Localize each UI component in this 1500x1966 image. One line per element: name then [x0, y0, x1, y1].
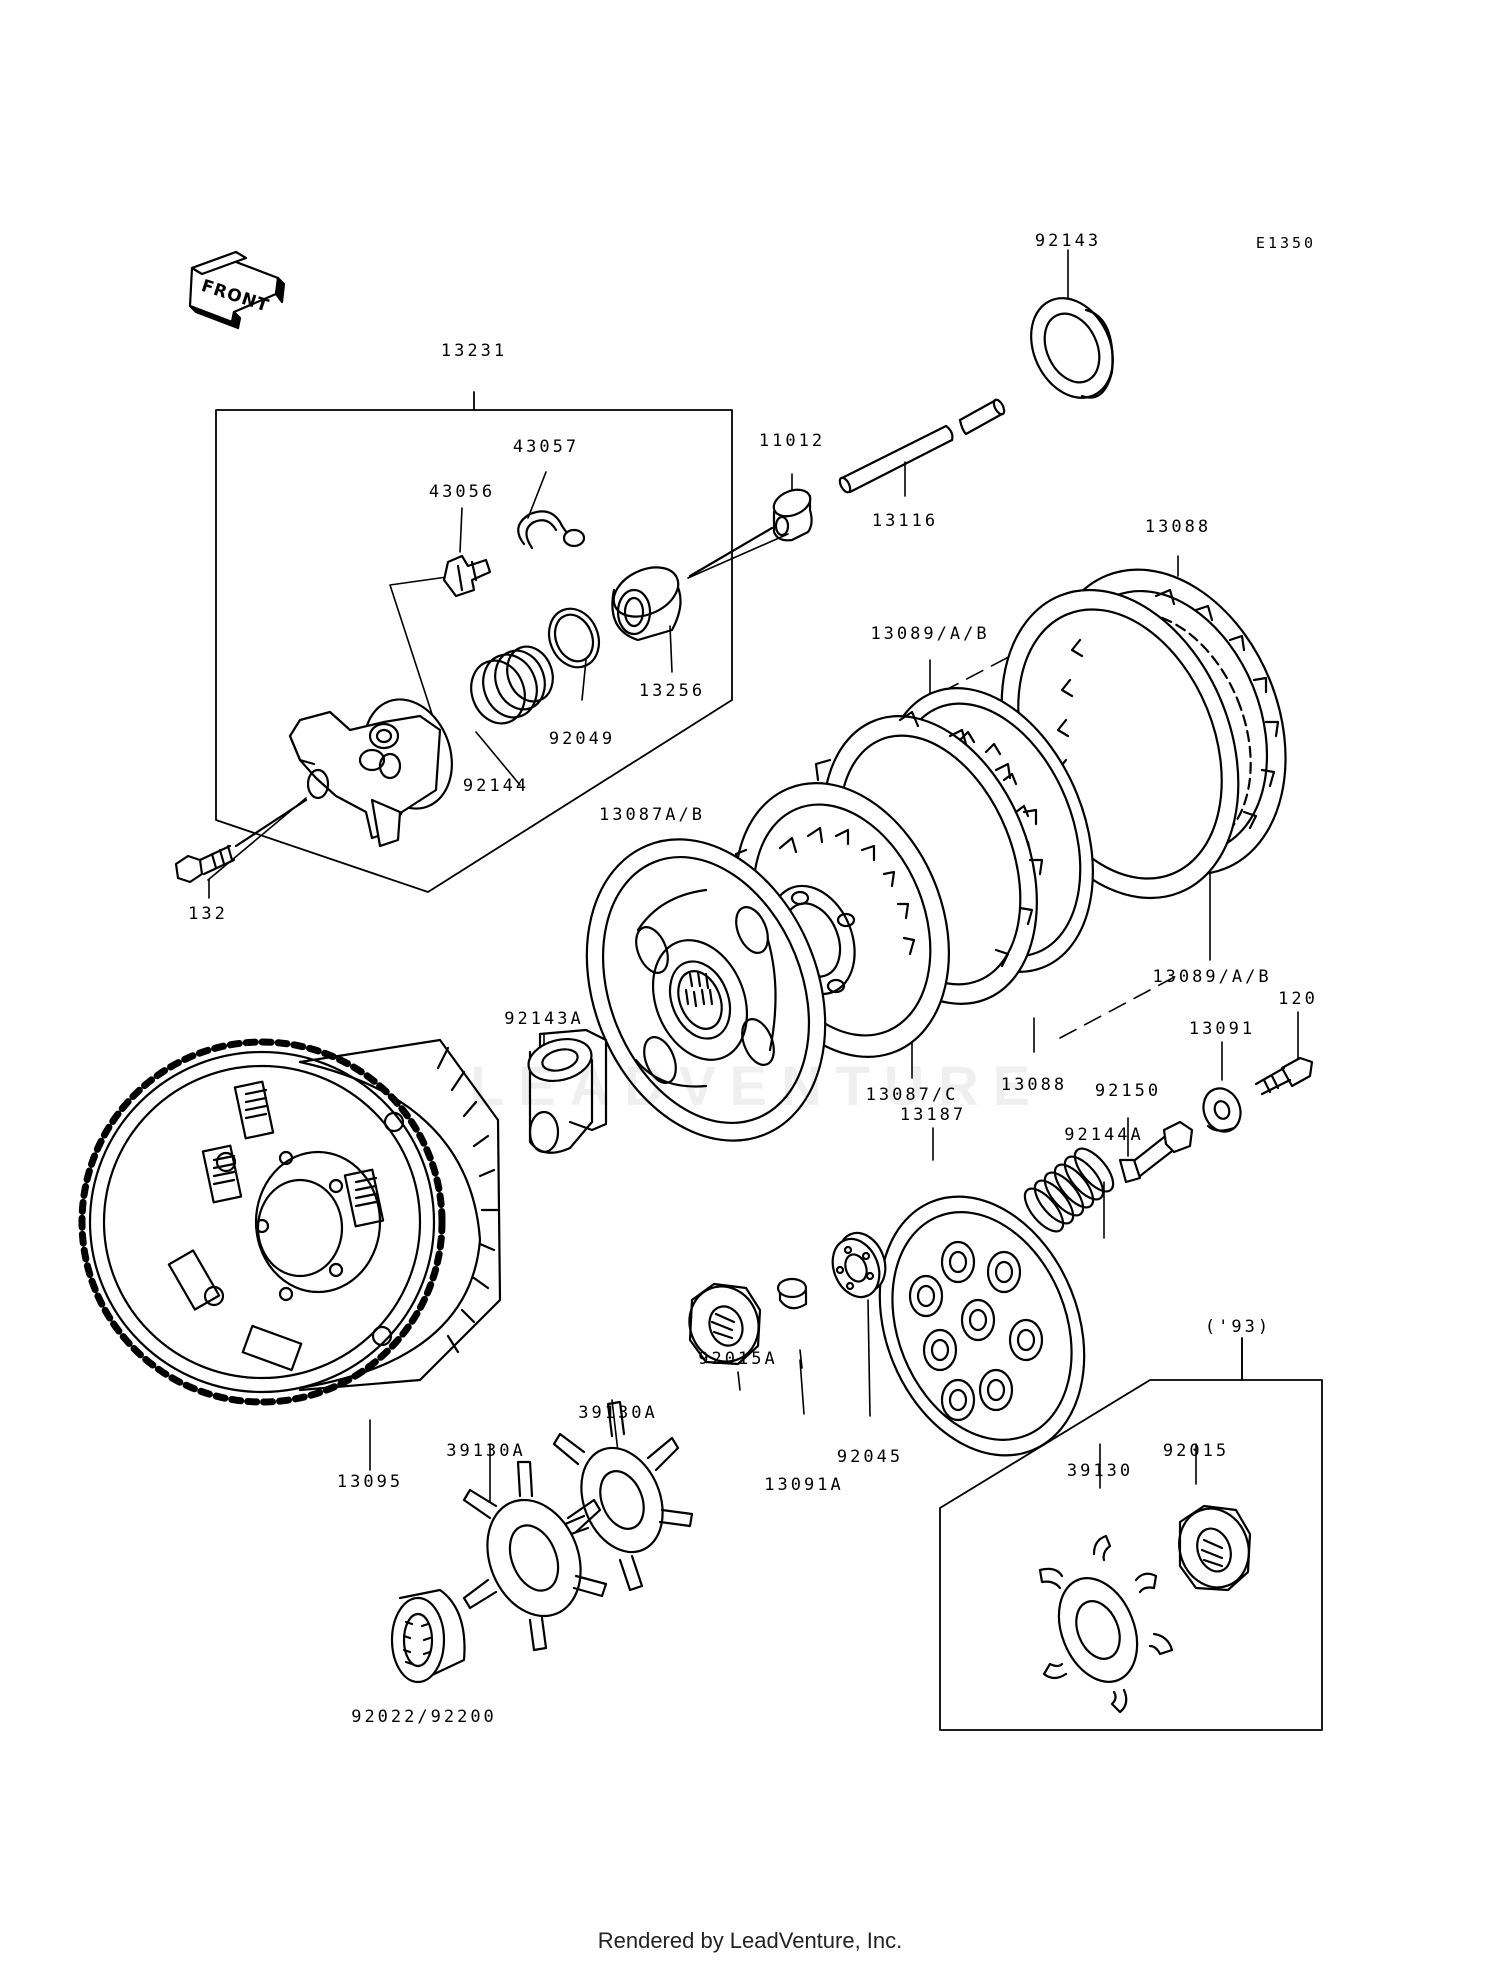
- lock-washer-39130: [1038, 1534, 1174, 1714]
- bolt-120: [1254, 1056, 1314, 1096]
- label-92150: 92150: [1095, 1081, 1161, 1101]
- label-120: 120: [1278, 989, 1318, 1009]
- label-39130: 39130: [1067, 1461, 1133, 1481]
- label-13087c: 13087/C: [866, 1085, 959, 1105]
- label-92144: 92144: [463, 776, 529, 796]
- nut-92015a: [688, 1282, 762, 1366]
- footer-credit: Rendered by LeadVenture, Inc.: [597, 1928, 903, 1953]
- assembly-13231-outline: [215, 391, 733, 893]
- clip-43057: [517, 510, 586, 550]
- label-13091: 13091: [1189, 1019, 1255, 1039]
- pressure-plate-13187: [878, 1195, 1086, 1457]
- label-132: 132: [188, 904, 228, 924]
- plug-13091a: [776, 1277, 808, 1310]
- sleeve-92022: [390, 1588, 466, 1684]
- label-43057: 43057: [513, 437, 579, 457]
- label-92143a: 92143A: [504, 1009, 583, 1029]
- bleeder-43056: [442, 554, 492, 598]
- push-rod-13116: [838, 398, 1006, 494]
- diagram-code: E1350: [1256, 234, 1316, 252]
- label-13256: 13256: [639, 681, 705, 701]
- slave-cylinder-body: [288, 698, 453, 848]
- watermark: LEADVENTURE: [470, 1054, 1045, 1117]
- collar-92143a: [527, 1028, 608, 1154]
- label-13088-top: 13088: [1145, 517, 1211, 537]
- oil-seal-92143: [1030, 297, 1114, 399]
- label-43056: 43056: [429, 482, 495, 502]
- lock-washer-39130a-lower: [462, 1460, 608, 1652]
- alignment-lines: [941, 631, 1181, 1039]
- label-11012: 11012: [759, 431, 825, 451]
- label-92049: 92049: [549, 729, 615, 749]
- label-92144a: 92144A: [1064, 1125, 1143, 1145]
- leader-lines: [207, 249, 1299, 1503]
- label-13231: 13231: [441, 341, 507, 361]
- label-92045: 92045: [837, 1447, 903, 1467]
- washer-13091: [1202, 1087, 1242, 1133]
- nut-92015: [1178, 1504, 1252, 1592]
- variant-93-box: [939, 1337, 1323, 1731]
- bolt-132: [174, 798, 308, 884]
- label-92015: 92015: [1163, 1441, 1229, 1461]
- lock-washer-39130a-upper: [552, 1400, 694, 1592]
- label-93: ('93): [1205, 1317, 1271, 1337]
- label-13091a: 13091A: [764, 1475, 843, 1495]
- label-13089-bottom: 13089/A/B: [1152, 967, 1271, 987]
- seal-ring-92049: [547, 607, 601, 669]
- bushing-11012: [688, 488, 813, 578]
- label-39130a-lower: 39130A: [446, 1441, 525, 1461]
- label-13187: 13187: [900, 1105, 966, 1125]
- label-92022-92200: 92022/92200: [351, 1707, 497, 1727]
- label-13088-bottom: 13088: [1001, 1075, 1067, 1095]
- label-92015a: 92015A: [698, 1349, 777, 1369]
- label-39130a-upper: 39130A: [578, 1403, 657, 1423]
- bolt-92150: [1118, 1120, 1194, 1184]
- clutch-housing-13095: [78, 1038, 502, 1406]
- label-13116: 13116: [872, 511, 938, 531]
- label-13089-top: 13089/A/B: [870, 624, 989, 644]
- label-13095: 13095: [337, 1472, 403, 1492]
- label-92143: 92143: [1035, 231, 1101, 251]
- spring-92144a: [1023, 1147, 1115, 1233]
- piston-13256: [611, 566, 682, 642]
- pressure-plate-13087ab: [585, 838, 827, 1142]
- bearing-92045: [831, 1231, 887, 1299]
- spring-92144: [470, 645, 554, 725]
- front-arrow-icon: [188, 250, 286, 330]
- label-13087ab: 13087A/B: [599, 805, 705, 825]
